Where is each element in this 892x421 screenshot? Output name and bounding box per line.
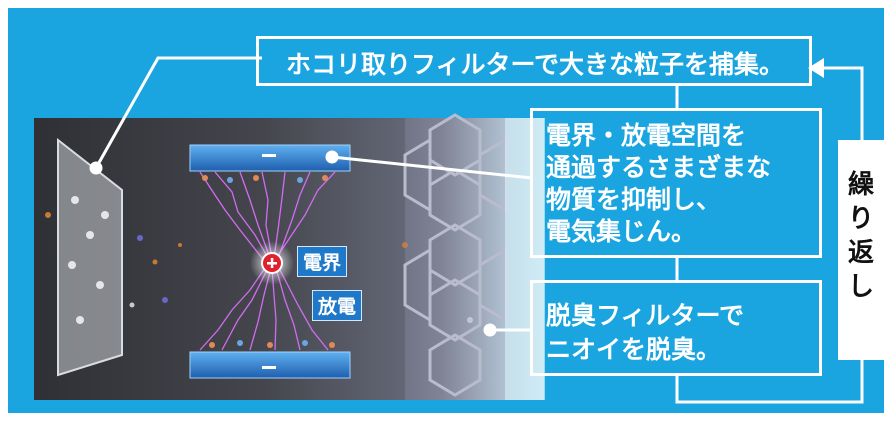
repeat-callout bbox=[838, 140, 884, 360]
electric-field-tag: 電界 bbox=[297, 246, 348, 277]
repeat-char-2: り bbox=[847, 204, 874, 234]
discharge-line-1: 電界・放電空間を bbox=[546, 121, 747, 150]
plate-particles bbox=[202, 175, 335, 348]
minus-charge-icon-bottom bbox=[262, 366, 276, 369]
dust-filter bbox=[57, 137, 123, 377]
repeat-char-1: 繰 bbox=[847, 170, 874, 200]
deodorize-line-2: ニオイを脱臭。 bbox=[546, 335, 722, 364]
lower-plate bbox=[189, 351, 351, 379]
minus-charge-icon bbox=[262, 154, 276, 157]
discharge-line-2: 通過するさまざまな bbox=[546, 153, 772, 182]
deodorize-callout bbox=[530, 280, 822, 376]
arrow-left-icon bbox=[808, 58, 824, 78]
connector-lines bbox=[89, 56, 864, 404]
discharge-tag: 放電 bbox=[312, 290, 363, 321]
upper-plate bbox=[189, 144, 351, 172]
discharge-line-4: 電気集じん。 bbox=[546, 217, 697, 246]
deodorize-line-1: 脱臭フィルターで bbox=[546, 301, 745, 330]
discharge-callout bbox=[530, 108, 822, 258]
discharge-line-3: 物質を抑制し、 bbox=[546, 185, 722, 214]
repeat-label: 繰 り 返 し bbox=[838, 168, 884, 304]
dust-filter-label: ホコリ取りフィルターで大きな粒子を捕集。 bbox=[285, 50, 784, 79]
repeat-char-4: し bbox=[847, 272, 874, 302]
deodorizing-filter bbox=[403, 113, 545, 400]
repeat-char-3: 返 bbox=[847, 238, 874, 268]
dust-filter-callout bbox=[256, 36, 812, 86]
